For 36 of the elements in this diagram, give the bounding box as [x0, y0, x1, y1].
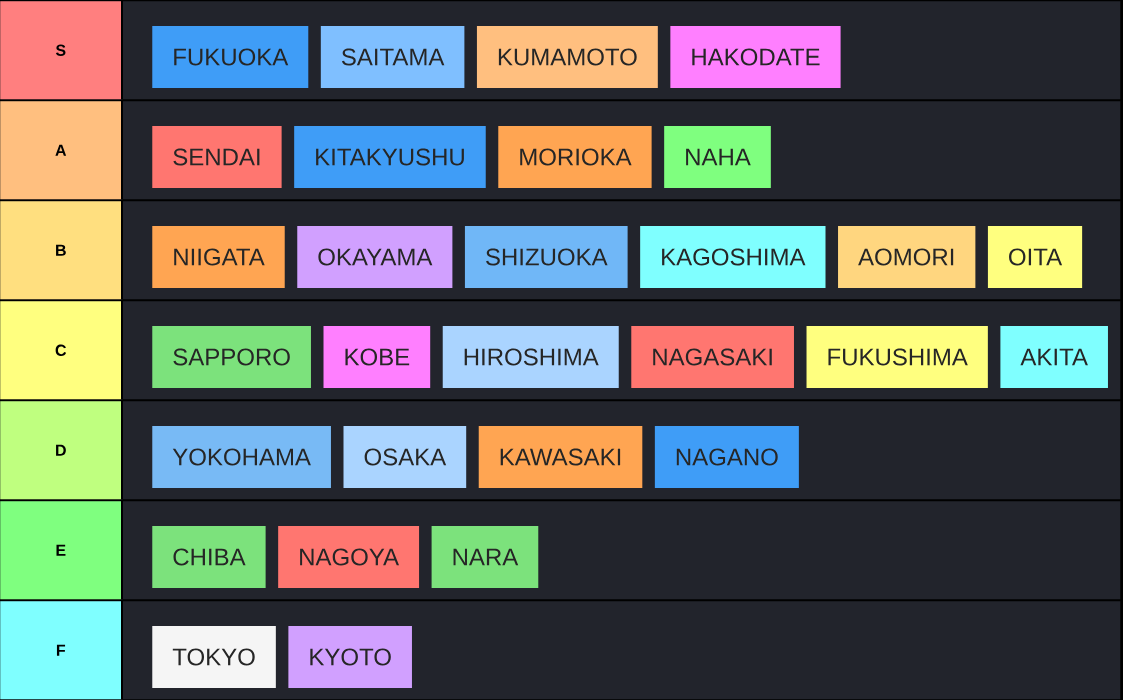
item-tile: KUMAMOTO: [476, 26, 658, 88]
item-tile: KAWASAKI: [478, 426, 643, 488]
item-tile: CHIBA: [152, 526, 266, 588]
tier-label: A: [0, 101, 122, 200]
tier-label: B: [0, 201, 122, 300]
tier-label: D: [0, 401, 122, 500]
item-tile: OSAKA: [343, 426, 467, 488]
item-tile: FUKUSHIMA: [806, 326, 988, 388]
item-tile: FUKUOKA: [152, 26, 309, 88]
item-tile: OKAYAMA: [297, 226, 453, 288]
tier-label: C: [0, 301, 122, 400]
item-tile: MORIOKA: [498, 126, 652, 188]
item-tile: KITAKYUSHU: [294, 126, 486, 188]
item-tile: AOMORI: [838, 226, 976, 288]
item-tile: NAHA: [664, 126, 771, 188]
tier-label: F: [0, 601, 122, 700]
item-tile: NAGANO: [654, 426, 799, 488]
tier-label: S: [0, 1, 122, 100]
item-tile: NAGASAKI: [631, 326, 794, 388]
item-tile: SENDAI: [152, 126, 282, 188]
item-tile: SAITAMA: [320, 26, 465, 88]
item-tile: SAPPORO: [152, 326, 311, 388]
item-tile: AKITA: [1000, 326, 1108, 388]
item-tile: HAKODATE: [670, 26, 841, 88]
tier-label: E: [0, 501, 122, 600]
item-tile: HIROSHIMA: [442, 326, 619, 388]
item-tile: OITA: [987, 226, 1083, 288]
item-tile: SHIZUOKA: [464, 226, 628, 288]
item-tile: KYOTO: [288, 626, 412, 688]
item-tile: NARA: [431, 526, 539, 588]
item-tile: KAGOSHIMA: [640, 226, 826, 288]
item-tile: NIIGATA: [152, 226, 285, 288]
item-tile: YOKOHAMA: [152, 426, 331, 488]
item-tile: KOBE: [323, 326, 431, 388]
item-tile: NAGOYA: [278, 526, 420, 588]
item-tile: TOKYO: [152, 626, 276, 688]
